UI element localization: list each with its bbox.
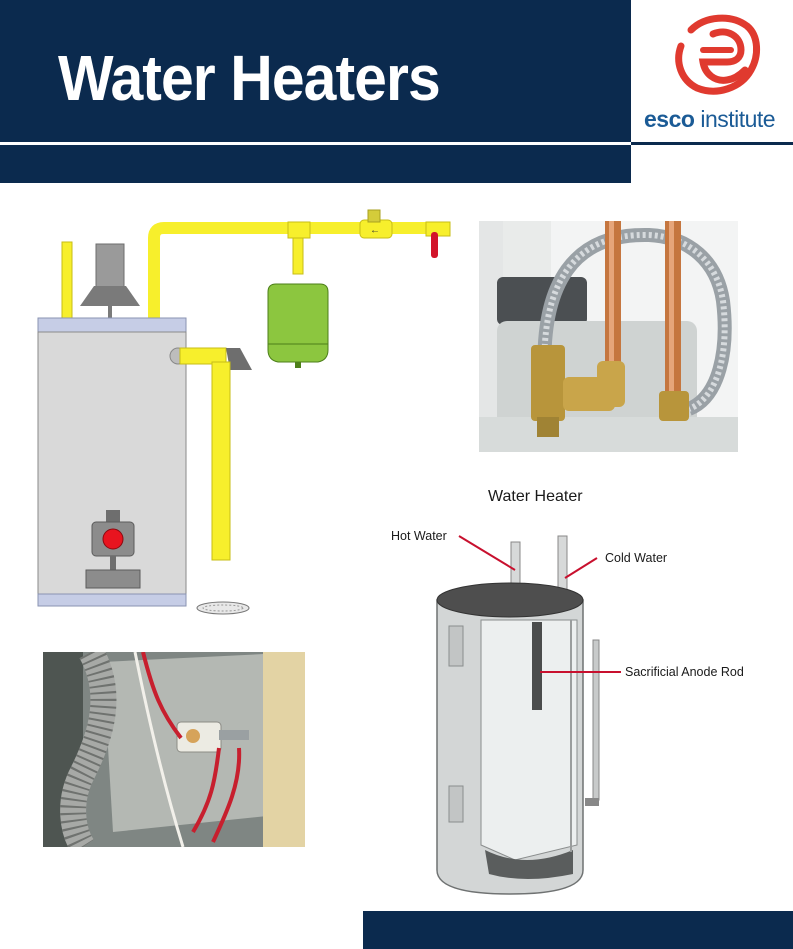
esco-logo	[631, 0, 793, 142]
label-sacrificial-anode-rod: Sacrificial Anode Rod	[625, 665, 744, 679]
header-divider	[0, 142, 793, 145]
label-cold-water: Cold Water	[605, 551, 667, 565]
esco-e-swirl-icon	[675, 14, 760, 95]
logo-wordmark: esco institute	[644, 106, 776, 133]
page-title: Water Heaters	[58, 42, 441, 114]
svg-text:←: ←	[370, 225, 380, 236]
water-heater-cutaway-diagram: Water Heater Hot Water Cold Water Sacrif…	[385, 480, 793, 905]
photo-valve-connections	[479, 221, 738, 452]
label-hot-water: Hot Water	[391, 529, 447, 543]
diagram-title: Water Heater	[488, 488, 583, 505]
footer-band	[363, 911, 793, 949]
header-band	[0, 0, 631, 183]
photo-thermostat-wiring	[43, 652, 305, 847]
schematic-illustration: ←	[30, 200, 460, 620]
logo-suffix: institute	[694, 106, 776, 132]
header-divider-right	[631, 142, 793, 145]
logo-brand: esco	[644, 106, 695, 132]
